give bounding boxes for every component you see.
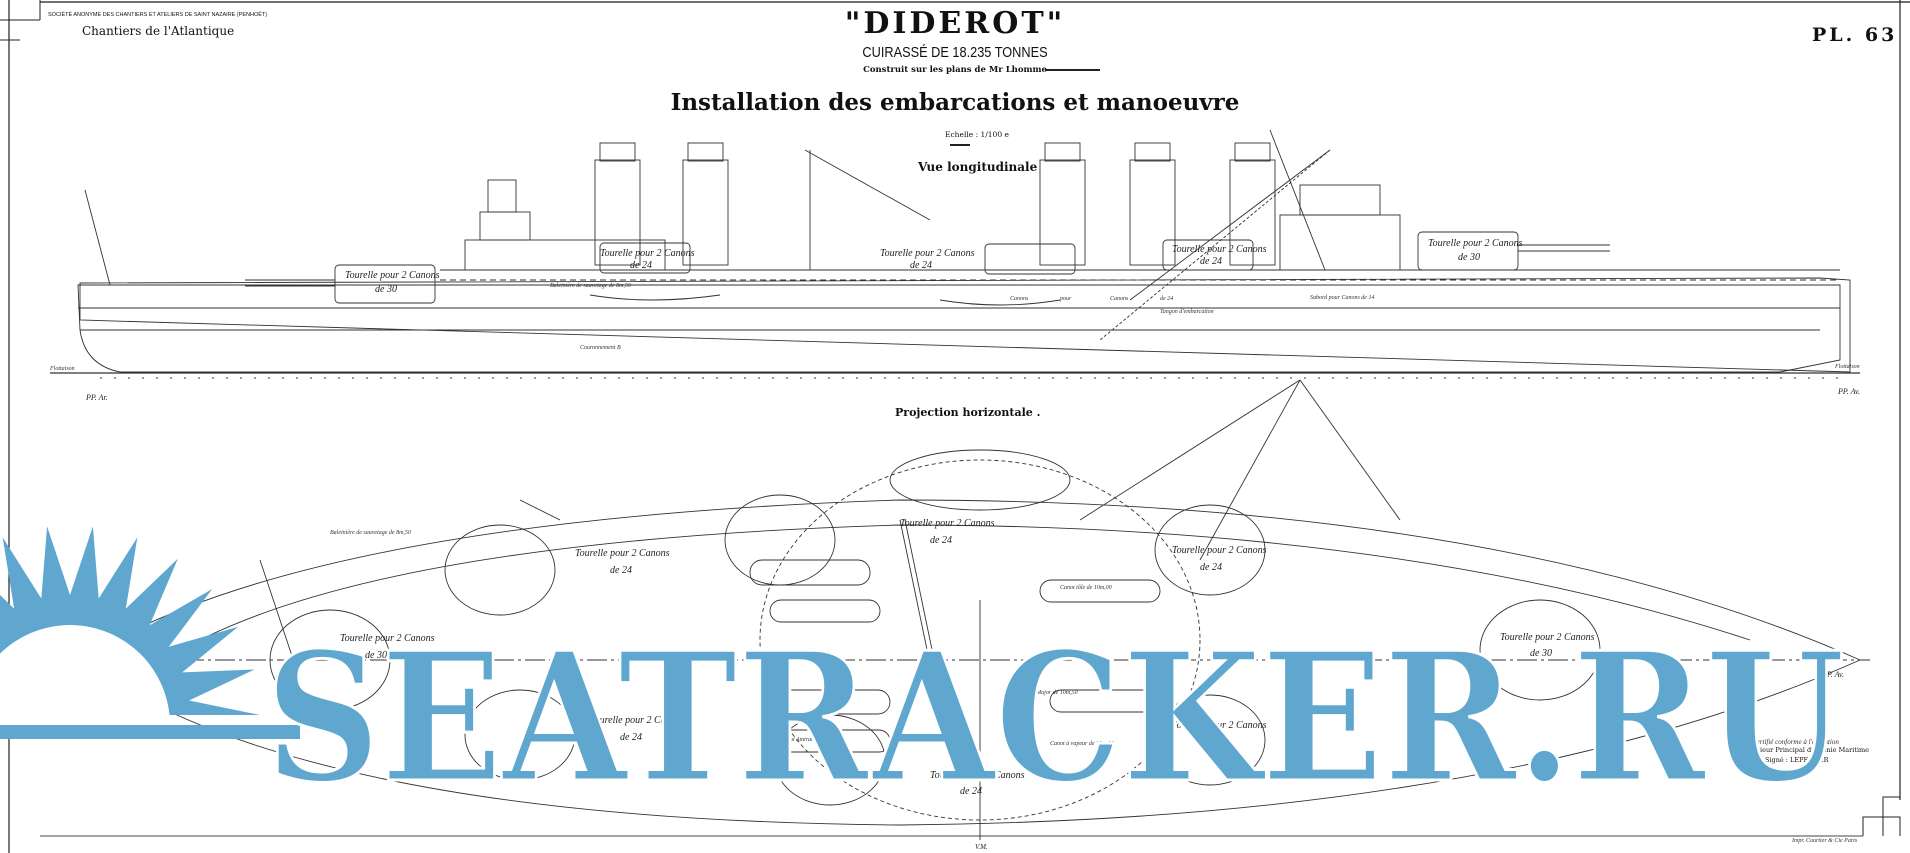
company-line: SOCIÉTÉ ANONYME DES CHANTIERS ET ATELIER… [48, 12, 268, 18]
turret-label: Tourelle pour 2 Canons [900, 518, 995, 529]
plate-number: PL. 63 [1812, 24, 1898, 46]
turret-caliber: de 30 [1458, 252, 1480, 263]
ship-name: "DIDEROT" [844, 6, 1066, 41]
turret-caliber: de 24 [610, 565, 632, 576]
tangon-label: Tangon d'embarcation [1160, 309, 1214, 315]
certification-line1: Certifié conforme à l'exécution [1752, 738, 1839, 746]
turret-caliber: de 24 [630, 260, 652, 271]
company-name: Chantiers de l'Atlantique [82, 24, 235, 38]
flottaison-right: Flottaison [1835, 364, 1860, 370]
turret-caliber: de 24 [1200, 562, 1222, 573]
turret-caliber: de 30 [375, 284, 397, 295]
turret-caliber: de 30 [1530, 648, 1552, 659]
turret-label: Tourelle pour 2 Canons [1172, 545, 1267, 556]
elevation-title: Vue longitudinale [918, 160, 1038, 174]
certification-line2: L'Ingénieur Principal du Génie Maritime [1735, 746, 1870, 754]
turret-caliber: de 24 [1200, 737, 1222, 748]
vm-label: V.M. [975, 843, 988, 851]
hull-side [77, 284, 1841, 373]
printer-credit: Impr. Courtier & Cie Paris [1792, 838, 1858, 844]
hull-profile [79, 277, 1851, 373]
casemate-label: pour [1060, 296, 1072, 302]
boat-label: Canot à vapeur de 10m,00 [1050, 741, 1114, 747]
casemate-label: Canons [1010, 296, 1029, 302]
scale: Echelle : 1/100 e [945, 130, 1009, 139]
sabord-label: Sabord pour Canons de 14 [1310, 295, 1375, 301]
drawing-title: Installation des embarcations et manoeuv… [670, 89, 1240, 116]
turret-label: Tourelle pour 2 Canons [590, 715, 685, 726]
casemate-label: de 24 [1160, 296, 1174, 302]
boat-label: Baleinière de sauvetage de 8m,50 [330, 530, 411, 536]
pp-ar-label: PP. Ar. [86, 393, 108, 402]
turret-label: Tourelle pour 2 Canons [1500, 632, 1595, 643]
turret-label: Tourelle pour 2 Canons [880, 248, 975, 259]
plan-title: Projection horizontale . [895, 406, 1041, 419]
boat-label: Canot Major de 10m,50 [1020, 690, 1078, 696]
turret-label: Tourelle pour 2 Canons [345, 270, 440, 281]
turret-caliber: de 24 [960, 786, 982, 797]
turret-caliber: de 24 [910, 260, 932, 271]
turret-caliber: de 24 [620, 732, 642, 743]
turret-caliber: de 24 [1200, 256, 1222, 267]
turret-label: Tourelle pour 2 Canons [1172, 244, 1267, 255]
designer: Construit sur les plans de Mr Lhomme [863, 65, 1047, 75]
turret-label: Tourelle pour 2 Canons [1172, 720, 1267, 731]
boat-label: Canot tôle de 10m,00 [1060, 585, 1112, 591]
turret-caliber: de 24 [930, 535, 952, 546]
baleiniere-label: Baleinière de sauvetage de 8m,50 [550, 283, 631, 289]
turret-label: Tourelle pour 2 Canons [575, 548, 670, 559]
turret-label: Tourelle pour 2 Canons [340, 633, 435, 644]
turret-label: Tourelle pour 2 Canons [600, 248, 695, 259]
casemate-label: Canons [1110, 296, 1129, 302]
pp-av-plan: PP. Av. [1822, 670, 1844, 679]
turret-label: Tourelle pour 2 Canons [1428, 238, 1523, 249]
ship-type: CUIRASSÉ DE 18.235 TONNES [862, 44, 1048, 61]
pp-ar-plan: PP. Ar. [88, 668, 110, 677]
turret-label: Tourelle pour 2 Canons [930, 770, 1025, 781]
certification-signature: Signé : LEPELTIER [1765, 756, 1829, 764]
turret-caliber: de 30 [365, 650, 387, 661]
boat-label: Canot Amiral de 10m,00 [780, 737, 840, 743]
couronnement-label: Couronnement B [580, 345, 621, 351]
pp-av-label: PP. Av. [1838, 387, 1860, 396]
flottaison-left: Flottaison [50, 366, 75, 372]
